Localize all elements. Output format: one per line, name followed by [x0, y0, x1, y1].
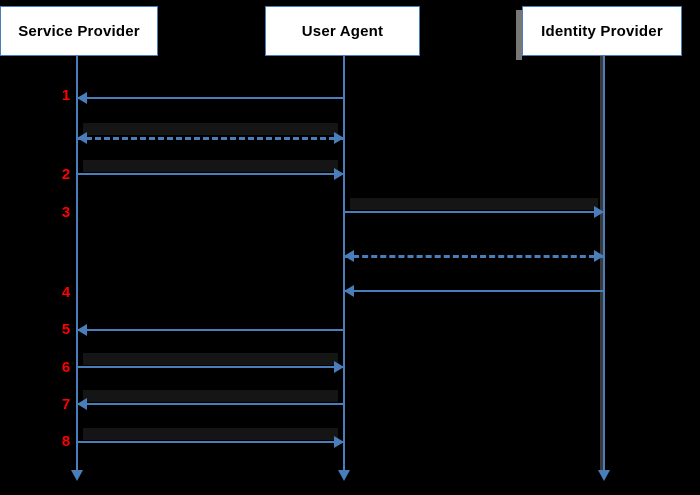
message-line-m4[interactable] [344, 211, 604, 213]
arrowhead-left-m1 [77, 92, 87, 104]
step-number-5: 5 [61, 321, 71, 338]
lifeline-ua [343, 56, 345, 470]
step-number-4: 4 [61, 284, 71, 301]
arrowhead-right-m10 [334, 436, 344, 448]
step-number-8: 8 [61, 433, 71, 450]
step-number-1: 1 [61, 87, 71, 104]
label-plate-m4 [350, 198, 598, 210]
label-plate-m2 [83, 123, 338, 135]
actor-label-sp: Service Provider [18, 22, 140, 40]
lifeline-end-arrow-sp [71, 470, 83, 481]
message-line-m5[interactable] [344, 255, 604, 258]
step-number-6: 6 [61, 359, 71, 376]
message-line-m8[interactable] [77, 366, 344, 368]
message-line-m7[interactable] [77, 329, 344, 331]
actor-box-idp[interactable]: Identity Provider [522, 6, 682, 56]
lifeline-sp [76, 56, 78, 470]
arrowhead-right-m2 [334, 132, 344, 144]
arrowhead-left-m9 [77, 398, 87, 410]
lifeline-idp [603, 56, 605, 470]
step-number-7: 7 [61, 396, 71, 413]
message-line-m9[interactable] [77, 403, 344, 405]
label-plate-m9 [83, 390, 338, 402]
lifeline-shadow-idp [600, 56, 603, 470]
actor-label-ua: User Agent [301, 22, 384, 40]
step-number-3: 3 [61, 204, 71, 221]
actor-box-shadow-idp [516, 10, 522, 60]
label-plate-m10 [83, 428, 338, 440]
label-plate-m3 [83, 160, 338, 172]
message-line-m2[interactable] [77, 137, 344, 140]
arrowhead-left-m5 [344, 250, 354, 262]
arrowhead-left-m6 [344, 285, 354, 297]
lifeline-end-arrow-idp [598, 470, 610, 481]
arrowhead-right-m3 [334, 168, 344, 180]
step-number-2: 2 [61, 166, 71, 183]
message-line-m1[interactable] [77, 97, 344, 99]
arrowhead-right-m4 [594, 206, 604, 218]
lifeline-end-arrow-ua [338, 470, 350, 481]
arrowhead-right-m5 [594, 250, 604, 262]
label-plate-m8 [83, 353, 338, 365]
message-line-m3[interactable] [77, 173, 344, 175]
message-line-m6[interactable] [344, 290, 604, 292]
actor-box-sp[interactable]: Service Provider [0, 6, 158, 56]
arrowhead-left-m2 [77, 132, 87, 144]
arrowhead-left-m7 [77, 324, 87, 336]
actor-label-idp: Identity Provider [541, 22, 663, 40]
message-line-m10[interactable] [77, 441, 344, 443]
actor-box-ua[interactable]: User Agent [265, 6, 420, 56]
arrowhead-right-m8 [334, 361, 344, 373]
